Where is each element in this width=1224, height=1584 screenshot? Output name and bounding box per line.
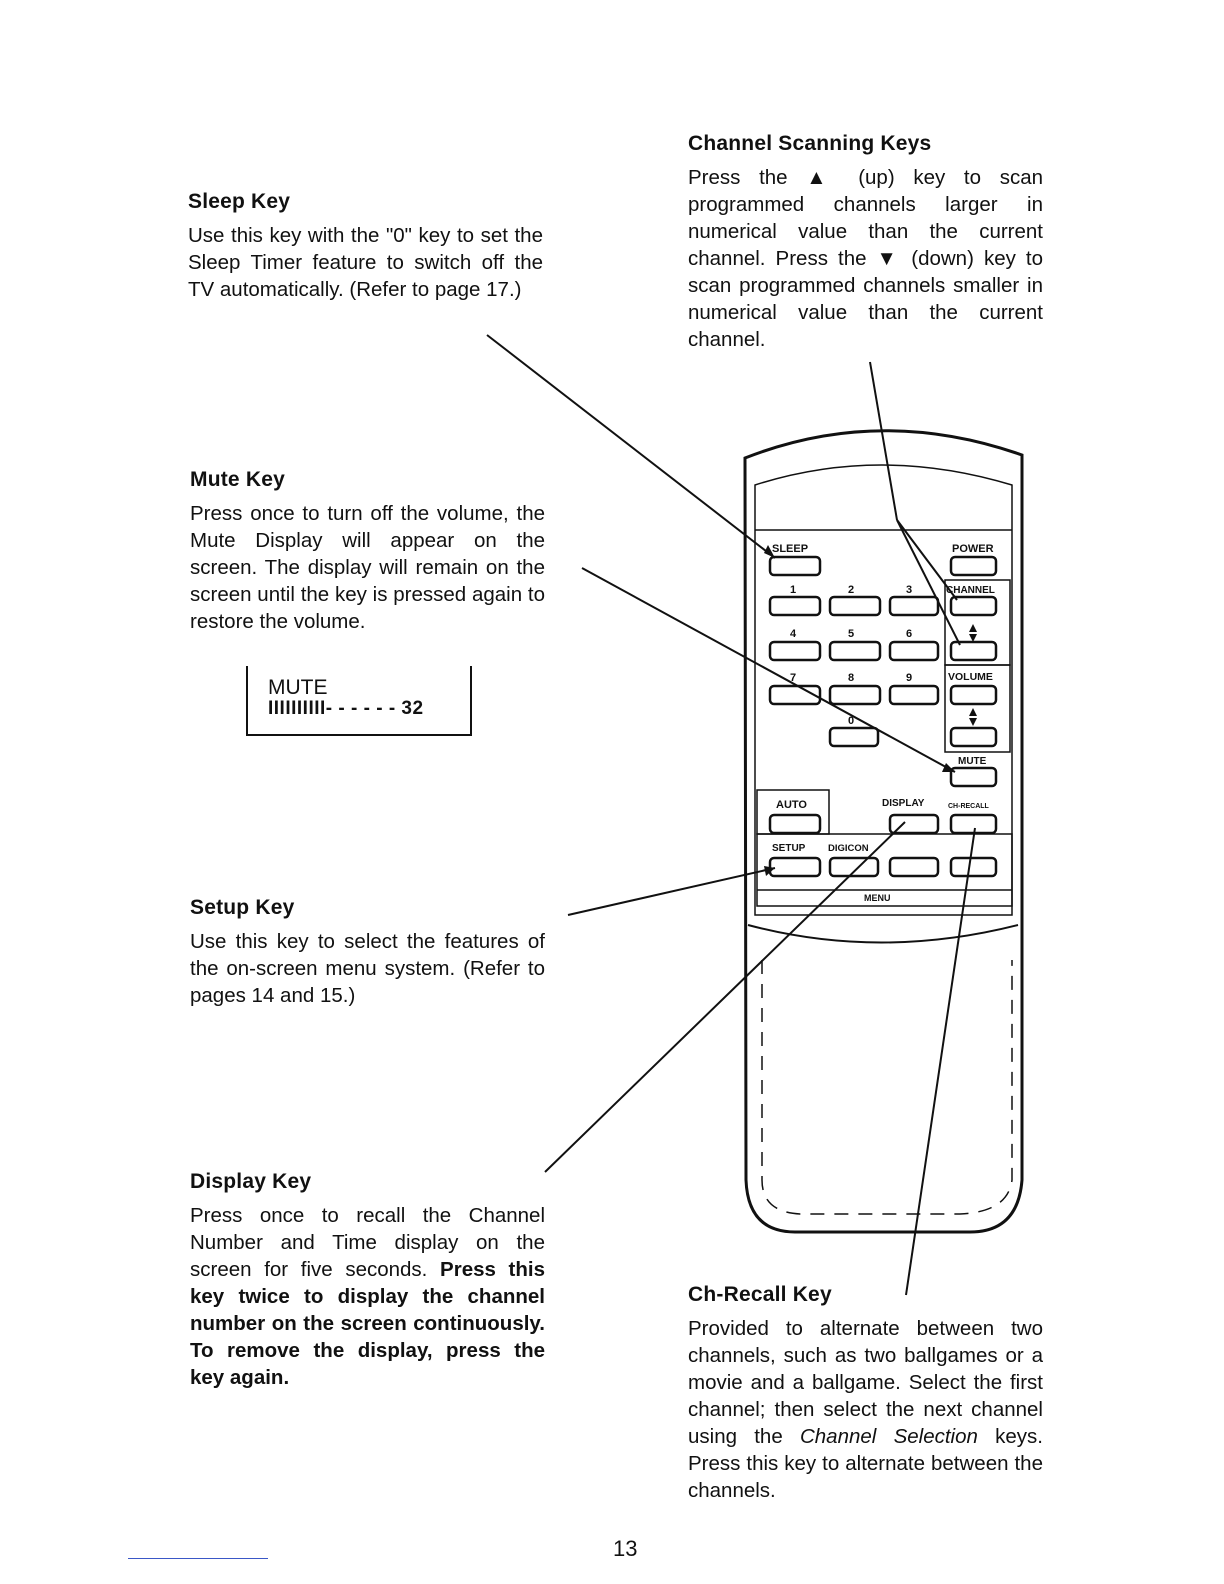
ch-recall-callout-line: [905, 827, 976, 1296]
ch-recall-italic-text: Channel Selection: [799, 1425, 978, 1448]
channel-callout-line-b: [896, 519, 958, 601]
ch-recall-description: Provided to alternate between two channe…: [688, 1315, 1043, 1504]
remote-inner-top: [754, 464, 1013, 916]
mute-key-label: MUTE: [958, 756, 987, 767]
ch-recall-text-2: keys. Press this key to alternate betwee…: [688, 1425, 1043, 1502]
volume-up-down-icon: [969, 708, 977, 716]
auto-button: [768, 813, 822, 835]
digit-1-label: 1: [790, 584, 796, 596]
mute-arrowhead-icon: [942, 763, 955, 772]
digit-7-button: [768, 684, 822, 706]
sleep-key-description: Use this key with the "0" key to set the…: [188, 224, 543, 301]
setup-key-label: SETUP: [772, 843, 806, 854]
page-number: 13: [613, 1536, 638, 1561]
channel-scanning-heading: Channel Scanning Keys: [688, 132, 932, 155]
ch-recall-section: Ch-Recall Key Provided to alternate betw…: [688, 1283, 1043, 1504]
setup-key-description: Use this key to select the features of t…: [190, 930, 545, 1007]
digit-3-label: 3: [906, 584, 912, 596]
display-key-label: DISPLAY: [882, 798, 925, 809]
display-key-text: Press once to recall the Channel Number …: [190, 1204, 545, 1281]
sleep-callout-line: [486, 334, 776, 559]
setup-key-heading: Setup Key: [190, 896, 295, 919]
digit-0-label: 0: [848, 715, 854, 727]
sleep-arrowhead-icon: [764, 545, 775, 558]
menu-key-label: MENU: [864, 893, 891, 903]
sleep-key-label: SLEEP: [772, 543, 808, 555]
channel-scanning-section: Channel Scanning Keys Press the ▲ (up) k…: [688, 132, 1043, 353]
digit-9-button: [888, 684, 940, 706]
channel-scanning-description: Press the ▲ (up) key to scan programmed …: [688, 166, 1043, 351]
digit-5-button: [828, 640, 882, 662]
menu-button-4: [949, 856, 998, 878]
sleep-key-section: Sleep Key Use this key with the "0" key …: [188, 190, 543, 303]
power-button: [949, 555, 998, 577]
digicon-key-label: DIGICON: [828, 843, 869, 854]
digit-2-button: [828, 595, 882, 617]
mute-key-description: Press once to turn off the volume, the M…: [190, 502, 545, 633]
digit-9-label: 9: [906, 672, 912, 684]
display-key-section: Display Key Press once to recall the Cha…: [190, 1170, 545, 1391]
channel-callout-line-c: [896, 519, 961, 646]
channel-up-down-icon: [969, 624, 977, 632]
display-key-bold-text: Press this key twice to display the chan…: [190, 1258, 546, 1389]
digit-8-label: 8: [848, 672, 854, 684]
display-button: [888, 813, 940, 835]
display-key-description: Press once to recall the Channel Number …: [190, 1202, 545, 1391]
volume-down-button: [949, 726, 998, 748]
mute-display-illustration: MUTE IIIIIIIIII- - - - - - 32: [246, 666, 472, 736]
sleep-key-heading: Sleep Key: [188, 190, 291, 213]
display-key-heading: Display Key: [190, 1170, 312, 1193]
ch-recall-button: [949, 813, 998, 835]
mute-callout-line: [581, 567, 956, 773]
channel-key-label: CHANNEL: [946, 585, 995, 596]
digit-7-label: 7: [790, 672, 796, 684]
arrow-glyphs: [764, 545, 977, 876]
auto-key-label: AUTO: [776, 799, 807, 811]
digit-4-button: [768, 640, 822, 662]
digit-3-button: [888, 595, 940, 617]
setup-button: [768, 856, 822, 878]
digit-0-button: [828, 726, 880, 748]
setup-callout-line: [567, 867, 776, 916]
volume-key-label: VOLUME: [948, 671, 993, 683]
ch-recall-text-1: Provided to alternate between two channe…: [688, 1317, 1043, 1448]
display-callout-line: [544, 821, 906, 1173]
channel-down-button: [949, 640, 998, 662]
ch-recall-key-label: CH-RECALL: [948, 803, 990, 810]
menu-button-3: [888, 856, 940, 878]
digit-2-label: 2: [848, 584, 854, 596]
footer-rule: [128, 1558, 268, 1559]
channel-up-button: [949, 595, 998, 617]
digit-4-label: 4: [790, 628, 797, 640]
power-key-label: POWER: [952, 543, 994, 555]
digit-1-button: [768, 595, 822, 617]
setup-arrowhead-icon: [764, 866, 775, 876]
digit-5-label: 5: [848, 628, 854, 640]
digicon-button: [828, 856, 880, 878]
digit-8-button: [828, 684, 882, 706]
volume-up-button: [949, 684, 998, 706]
channel-callout-line-a: [869, 361, 898, 521]
mute-display-label: MUTE: [268, 676, 328, 699]
mute-button: [949, 766, 998, 788]
remote-body-outline: [743, 429, 1024, 1234]
mute-key-section: Mute Key Press once to turn off the volu…: [190, 468, 545, 635]
setup-key-section: Setup Key Use this key to select the fea…: [190, 896, 545, 1009]
digit-6-label: 6: [906, 628, 912, 640]
mute-key-heading: Mute Key: [190, 468, 285, 491]
ch-recall-heading: Ch-Recall Key: [688, 1283, 832, 1306]
digit-6-button: [888, 640, 940, 662]
mute-display-volume-bar: IIIIIIIIII- - - - - - 32: [268, 698, 424, 719]
sleep-button: [768, 555, 822, 577]
